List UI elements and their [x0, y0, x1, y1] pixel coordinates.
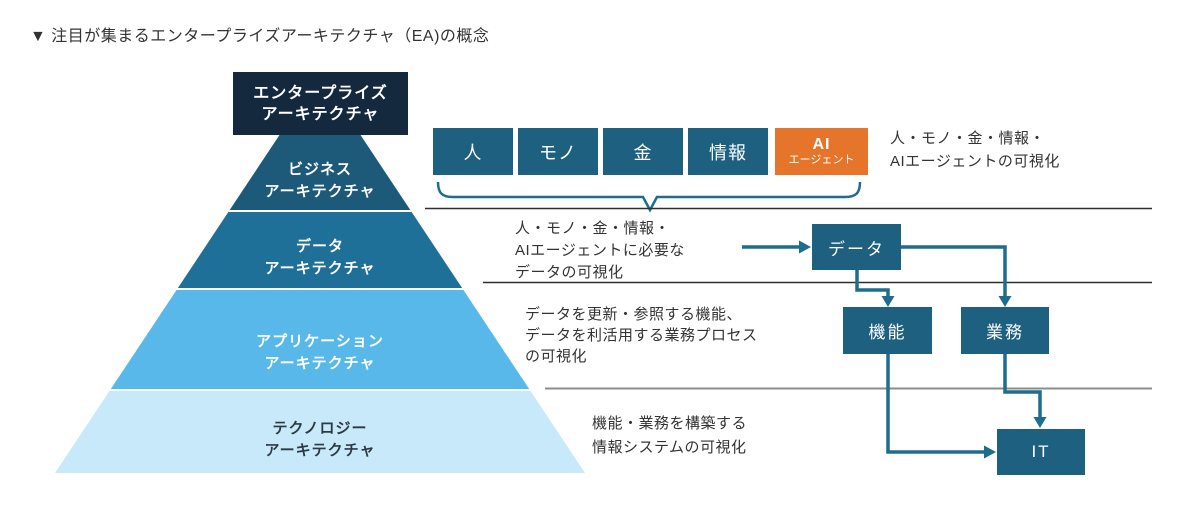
annotation-resources-visualization: 人・モノ・金・情報・ AIエージェントの可視化: [890, 130, 1060, 170]
connector-data-to-function: [855, 269, 890, 297]
ea-top-box: エンタープライズ アーキテクチャ: [233, 72, 408, 135]
resource-box-goods: モノ: [518, 128, 598, 175]
connector-operations-to-it: [1003, 354, 1042, 419]
pyramid-label-business: ビジネス アーキテクチャ: [55, 159, 585, 203]
resource-box-ai-agent-line1: AI: [812, 135, 831, 153]
pyramid-layer-technology: [55, 389, 585, 473]
annotation-data-visualization: 人・モノ・金・情報・ AIエージェントに必要な データの可視化: [515, 220, 685, 281]
connector-data-to-operations: [900, 245, 1007, 297]
brace-resources-icon: [436, 181, 862, 213]
annotation-it-system-visualization: 機能・業務を構築する 情報システムの可視化: [592, 415, 748, 456]
flow-node-it: IT: [997, 429, 1085, 475]
arrowhead-into-function-icon: [881, 296, 895, 307]
pyramid-label-technology: テクノロジー アーキテクチャ: [55, 418, 585, 462]
resource-box-money: 金: [603, 128, 683, 175]
pyramid-label-business-line1: ビジネス: [287, 161, 352, 178]
flow-node-function: 機能: [843, 307, 932, 354]
pyramid-label-technology-line2: アーキテクチャ: [264, 442, 376, 459]
pyramid-label-application: アプリケーション アーキテクチャ: [55, 331, 585, 375]
resource-box-ai-agent: AI エージェント: [775, 128, 868, 175]
arrowhead-into-it-left-icon: [984, 445, 996, 459]
arrowhead-into-operations-icon: [998, 296, 1012, 307]
arrowhead-into-it-top-icon: [1033, 417, 1047, 428]
flow-node-operations: 業務: [961, 307, 1049, 354]
page-title: ▼ 注目が集まるエンタープライズアーキテクチャ（EA)の概念: [30, 28, 490, 45]
pyramid-label-data-line2: アーキテクチャ: [264, 260, 376, 277]
pyramid-label-data-line1: データ: [295, 238, 344, 255]
annotation-function-process-visualization: データを更新・参照する機能、 データを利活用する業務プロセス の可視化: [525, 306, 758, 365]
resource-box-information: 情報: [688, 128, 768, 175]
pyramid-label-application-line1: アプリケーション: [256, 333, 384, 350]
pyramid-label-application-line2: アーキテクチャ: [264, 355, 376, 372]
pyramid-label-business-line2: アーキテクチャ: [264, 183, 376, 200]
ea-top-box-line2: アーキテクチャ: [261, 105, 380, 123]
pyramid-label-technology-line1: テクノロジー: [272, 420, 368, 437]
arrowhead-into-data-icon: [799, 240, 811, 254]
resource-box-people: 人: [433, 128, 513, 175]
ea-top-box-line1: エンタープライズ: [253, 84, 388, 102]
resource-box-ai-agent-line2: エージェント: [788, 154, 855, 167]
flow-node-data: データ: [812, 224, 901, 270]
connector-function-to-it: [886, 354, 986, 454]
pyramid-label-data: データ アーキテクチャ: [55, 236, 585, 280]
